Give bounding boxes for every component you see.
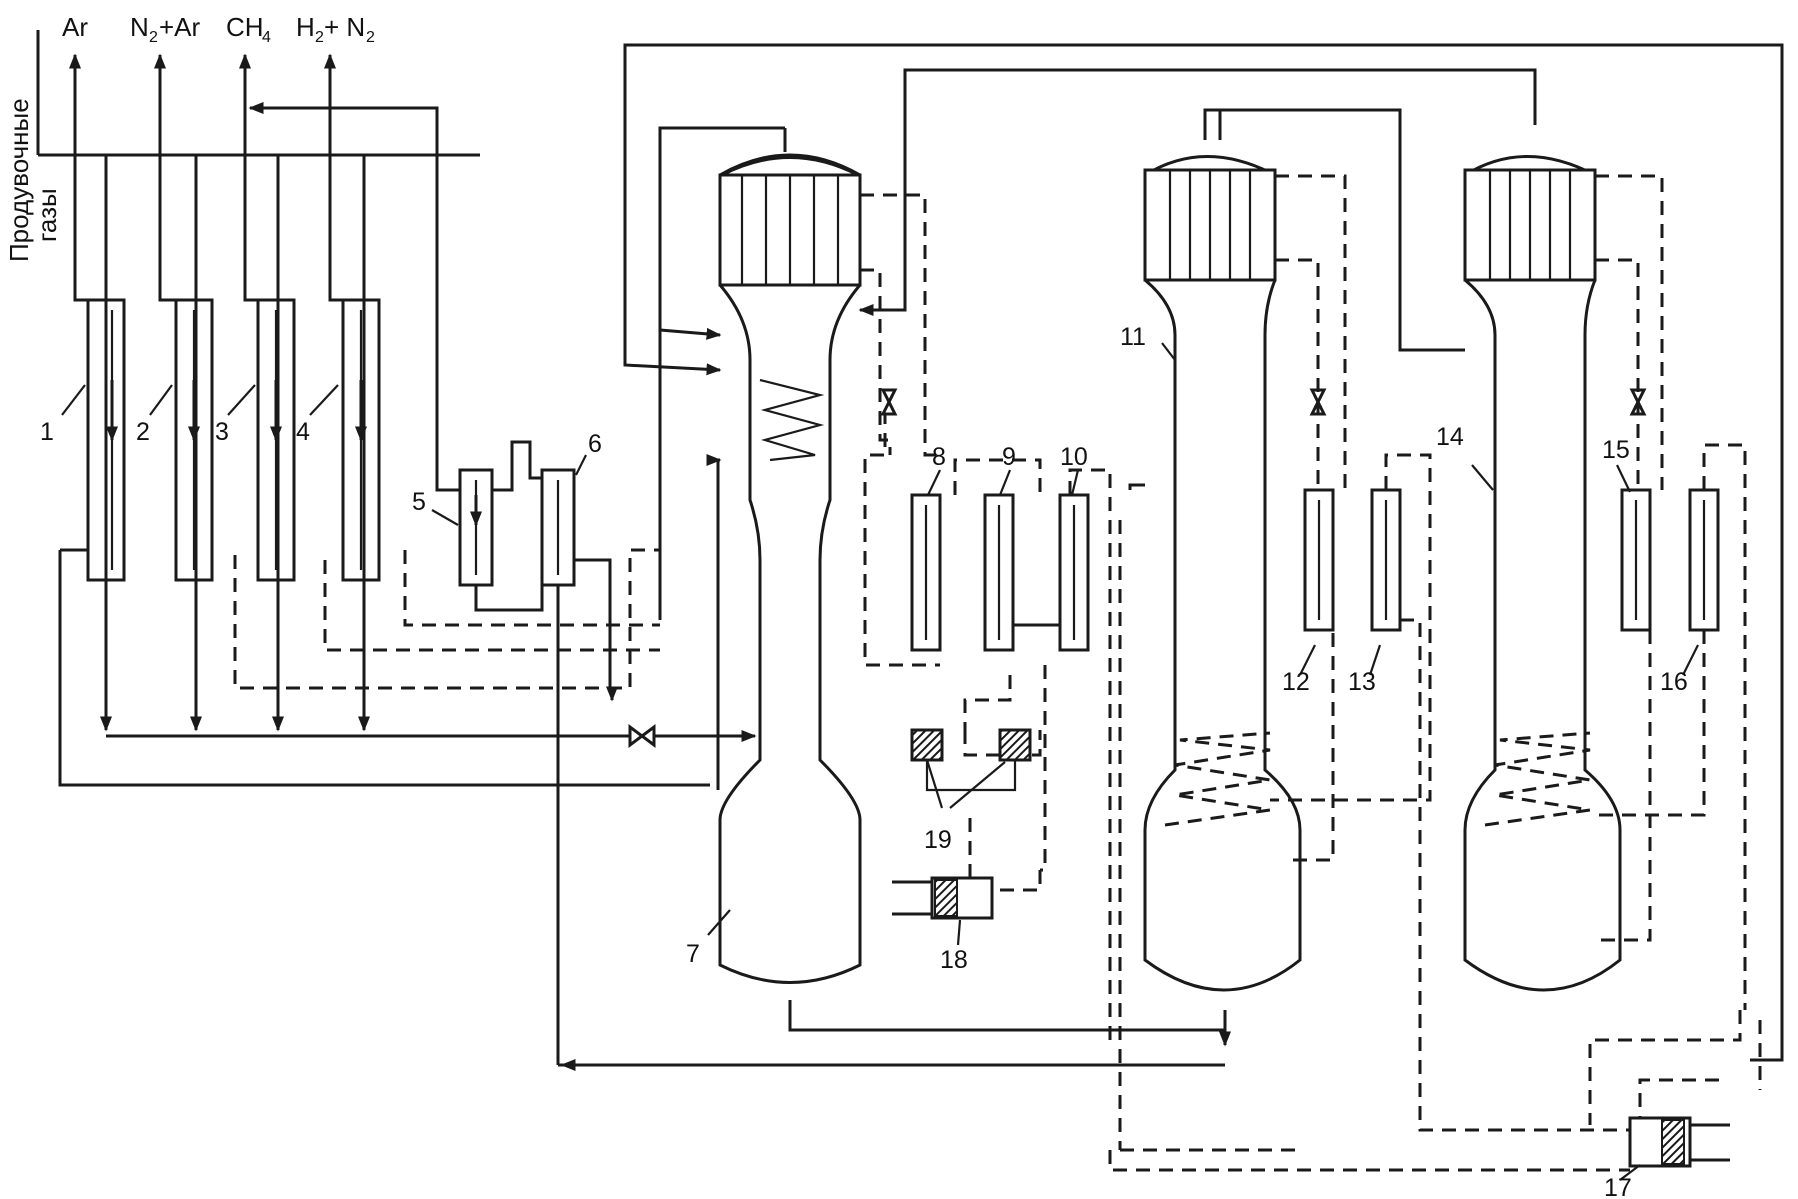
label-14: 14 xyxy=(1436,423,1464,451)
refrigerant-loops xyxy=(860,193,1300,1152)
label-13: 13 xyxy=(1348,668,1376,696)
label-1: 1 xyxy=(40,418,54,446)
gas-names: Ar N 2 +Ar CH 4 H 2 + N 2 xyxy=(62,12,375,46)
label-8: 8 xyxy=(932,443,946,471)
label-10: 10 xyxy=(1060,443,1088,471)
exchanger-1 xyxy=(73,155,126,582)
label-9: 9 xyxy=(1002,443,1016,471)
gas-n2ar-tail: +Ar xyxy=(159,12,201,42)
compressor-17 xyxy=(1628,1116,1730,1168)
gas-ch4: CH xyxy=(226,12,264,42)
column-14 xyxy=(1463,155,1622,992)
gas-n2ar-sub: 2 xyxy=(149,29,158,46)
label-15: 15 xyxy=(1602,436,1630,464)
exchanger-feeds xyxy=(58,155,750,787)
purge-line-1: Продувочные xyxy=(4,98,34,262)
column-7 xyxy=(718,128,862,984)
product-outlets xyxy=(36,30,480,157)
label-2: 2 xyxy=(136,418,150,446)
exchanger-16 xyxy=(1590,443,1747,1010)
label-7: 7 xyxy=(686,940,700,968)
exchanger-9 xyxy=(983,493,1060,652)
label-12: 12 xyxy=(1282,668,1310,696)
label-3: 3 xyxy=(215,418,229,446)
gas-h2n2-sub2: 2 xyxy=(366,29,375,46)
column-11 xyxy=(1143,155,1302,992)
purge-line-2: газы xyxy=(32,188,62,242)
bottom-refrigerant-network xyxy=(1108,610,1762,1172)
purge-gas-label: Продувочные газы xyxy=(4,98,62,262)
exchanger-2 xyxy=(158,155,214,582)
label-18: 18 xyxy=(940,946,968,974)
gas-ch4-sub: 4 xyxy=(262,29,271,46)
gas-h2n2-sub1: 2 xyxy=(315,29,324,46)
main-valve xyxy=(600,724,757,748)
top-connections xyxy=(558,43,1784,1071)
exchanger-6 xyxy=(474,440,576,1065)
exchanger-3 xyxy=(243,155,296,582)
exchanger-8 xyxy=(910,493,942,652)
exchanger-12 xyxy=(1275,174,1347,632)
gas-h2n2-n: + N xyxy=(324,12,365,42)
label-4: 4 xyxy=(296,418,310,446)
compressor-18 xyxy=(892,810,1042,920)
label-11: 11 xyxy=(1120,323,1146,351)
exchanger-15 xyxy=(1595,174,1664,632)
label-6: 6 xyxy=(588,430,602,458)
gas-ar: Ar xyxy=(62,12,88,42)
equipment-numbers: 1 2 3 4 5 6 7 8 9 10 11 12 13 14 15 16 1… xyxy=(40,323,1688,1199)
gas-n2ar-n: N xyxy=(130,12,149,42)
label-16: 16 xyxy=(1660,668,1688,696)
label-5: 5 xyxy=(412,488,426,516)
exchanger-4 xyxy=(328,155,381,582)
lower-process-lines xyxy=(233,548,660,702)
leader-lines xyxy=(61,342,1699,1181)
gas-h2n2-h: H xyxy=(296,12,315,42)
separators-19 xyxy=(910,728,1032,809)
label-19: 19 xyxy=(924,826,952,854)
exchanger-5 xyxy=(435,155,494,587)
exchanger-10 xyxy=(1058,493,1090,652)
exchanger-13 xyxy=(1270,453,1432,802)
label-17: 17 xyxy=(1604,1174,1632,1199)
